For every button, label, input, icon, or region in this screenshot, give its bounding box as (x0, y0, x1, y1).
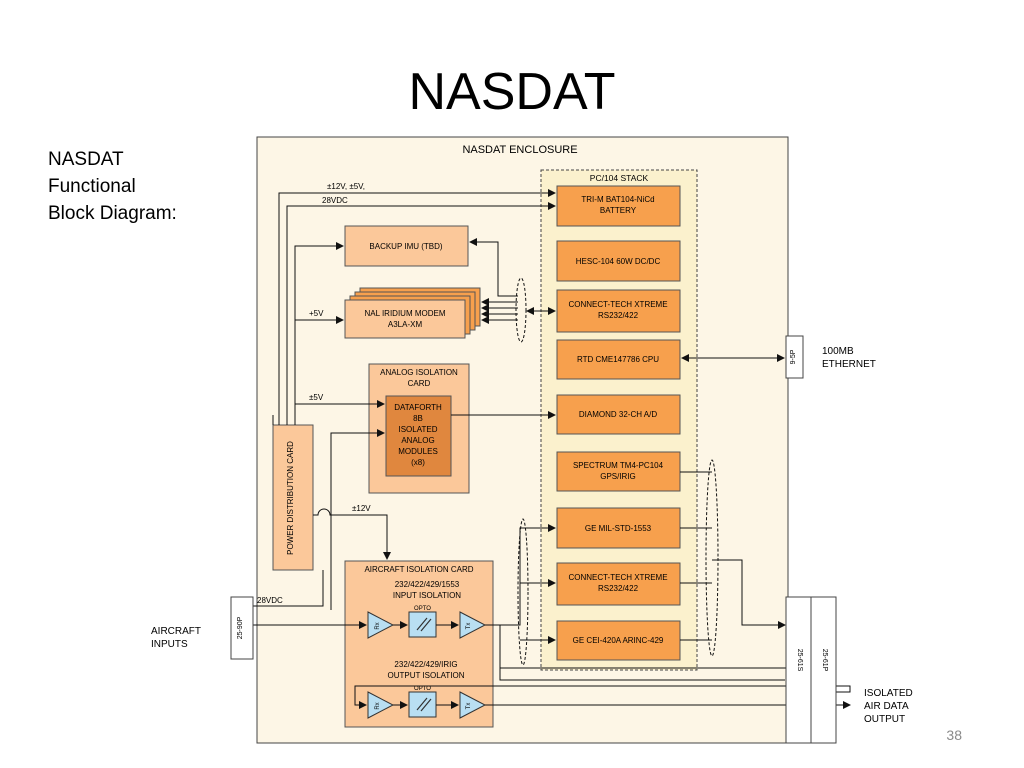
module-text: RS232/422 (598, 584, 639, 593)
wire-label: 28VDC (322, 196, 348, 205)
pc104-module-gps: SPECTRUM TM4-PC104 GPS/IRIG (556, 451, 681, 492)
ethernet-label: ETHERNET (822, 359, 876, 370)
analog-isolation-card: ANALOG ISOLATION CARD DATAFORTH 8B ISOLA… (368, 363, 470, 494)
dataforth-text: MODULES (398, 447, 438, 456)
pc104-module-ad: DIAMOND 32-CH A/D (556, 394, 681, 435)
slide-title: NASDAT (408, 63, 616, 121)
opto-label: OPTO (414, 686, 431, 692)
module-text: CONNECT-TECH XTREME (568, 573, 667, 582)
aircraft-isolation-card: AIRCRAFT ISOLATION CARD 232/422/429/1553… (344, 560, 494, 728)
caption-line-3: Block Diagram: (48, 203, 177, 224)
dataforth-text: ANALOG (401, 436, 434, 445)
aircraft-connector: 25-90P (230, 596, 254, 660)
module-text: GE CEI-420A ARINC-429 (573, 636, 664, 645)
wire-label: 28VDC (257, 596, 283, 605)
caption-line-2: Functional (48, 176, 136, 197)
opto-label: OPTO (414, 606, 431, 612)
opto-arrows-icon (416, 697, 432, 712)
isolated-output-label: AIR DATA (864, 701, 909, 712)
tx-amplifier-in (459, 611, 487, 639)
nasdat-enclosure (256, 136, 789, 744)
pc104-module-xtreme-1: CONNECT-TECH XTREME RS232/422 (556, 289, 681, 333)
dataforth-text: DATAFORTH (394, 403, 442, 412)
backup-imu-label: BACKUP IMU (TBD) (369, 242, 443, 251)
wire-label: +5V (309, 309, 324, 318)
wire-label: ±12V (352, 504, 371, 513)
output-iso-label: 232/422/429/IRIG (394, 660, 457, 669)
isolated-output-label: OUTPUT (864, 714, 905, 725)
module-text: TRI-M BAT104-NiCd (581, 195, 654, 204)
pc104-module-1553: GE MIL-STD-1553 (556, 507, 681, 549)
pc104-module-cpu: RTD CME147786 CPU (556, 339, 681, 380)
input-iso-label: 232/422/429/1553 (395, 580, 460, 589)
pc104-label: PC/104 STACK (590, 173, 649, 183)
iridium-text: NAL IRIDIUM MODEM (364, 309, 445, 318)
connector-label: 25-90P (237, 616, 244, 639)
rx-amplifier-in (367, 611, 395, 639)
wire-label: ±5V (309, 393, 324, 402)
ethernet-connector: 9-5P (785, 335, 804, 379)
analog-card-title: CARD (408, 379, 431, 388)
opto-coupler-out (408, 691, 437, 718)
rx-label: Rx (375, 702, 381, 709)
tx-label: Tx (466, 703, 472, 710)
aircraft-card-title: AIRCRAFT ISOLATION CARD (364, 565, 473, 574)
wires (253, 189, 851, 709)
tx-amplifier-out (459, 691, 487, 719)
dataforth-text: (x8) (411, 458, 425, 467)
page-number: 38 (946, 727, 962, 743)
enclosure-label: NASDAT ENCLOSURE (462, 144, 577, 156)
pc104-module-arinc: GE CEI-420A ARINC-429 (556, 620, 681, 661)
connector-label: 9-5P (790, 349, 797, 364)
opto-arrows-icon (416, 617, 432, 632)
module-text: BATTERY (600, 206, 637, 215)
output-connector: 25-61S 25-61P (785, 596, 837, 744)
connector-label: 25-61S (796, 649, 803, 672)
iridium-text: A3LA-XM (388, 320, 423, 329)
pc104-module-dcdc: HESC-104 60W DC/DC (556, 240, 681, 282)
module-text: SPECTRUM TM4-PC104 (573, 461, 664, 470)
output-iso-label: OUTPUT ISOLATION (387, 671, 464, 680)
module-text: HESC-104 60W DC/DC (576, 257, 661, 266)
opto-coupler-in (408, 611, 437, 638)
module-text: GE MIL-STD-1553 (585, 524, 652, 533)
ethernet-label: 100MB (822, 346, 854, 357)
dataforth-modules (385, 395, 452, 477)
power-distribution-card: POWER DISTRIBUTION CARD (272, 424, 314, 571)
pc104-module-battery: TRI-M BAT104-NiCd BATTERY (556, 185, 681, 227)
aircraft-inputs-label: AIRCRAFT (151, 626, 201, 637)
module-text: RTD CME147786 CPU (577, 355, 659, 364)
tx-label: Tx (466, 623, 472, 630)
module-text: DIAMOND 32-CH A/D (579, 410, 657, 419)
input-iso-label: INPUT ISOLATION (393, 591, 461, 600)
caption-line-1: NASDAT (48, 149, 124, 170)
diagram-caption: NASDAT Functional Block Diagram: (48, 146, 177, 227)
module-text: GPS/IRIG (600, 472, 636, 481)
module-text: CONNECT-TECH XTREME (568, 300, 667, 309)
pc104-module-xtreme-2: CONNECT-TECH XTREME RS232/422 (556, 562, 681, 606)
isolated-output-label: ISOLATED (864, 688, 913, 699)
aircraft-inputs-label: INPUTS (151, 639, 188, 650)
connector-label: 25-61P (821, 649, 828, 672)
rx-label: Rx (375, 622, 381, 629)
power-card-label: POWER DISTRIBUTION CARD (286, 441, 295, 555)
analog-card-title: ANALOG ISOLATION (380, 368, 458, 377)
module-text: RS232/422 (598, 311, 639, 320)
backup-imu-block: BACKUP IMU (TBD) (344, 225, 469, 267)
iridium-modem-block: NAL IRIDIUM MODEM A3LA-XM (344, 287, 481, 339)
wire-label: ±12V, ±5V, (327, 182, 365, 191)
dataforth-text: 8B (413, 414, 423, 423)
rx-amplifier-out (367, 691, 395, 719)
dataforth-text: ISOLATED (399, 425, 438, 434)
